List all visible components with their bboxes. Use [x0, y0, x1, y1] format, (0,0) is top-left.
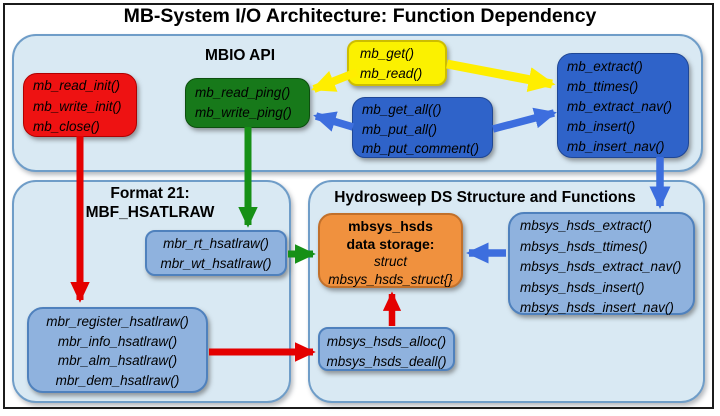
function-label: mb_insert_nav() [567, 139, 665, 154]
box-mb-extract-functions: mb_extract() mb_ttimes() mb_extract_nav(… [557, 53, 689, 158]
box-mbr-register-functions: mbr_register_hsatlraw() mbr_info_hsatlra… [27, 307, 208, 393]
box-mbsys-hsds-alloc-functions: mbsys_hsds_alloc() mbsys_hsds_deall() [318, 327, 455, 371]
storage-title: mbsys_hsds [348, 218, 433, 234]
box-mb-getall-functions: mb_get_all(() mb_put_all() mb_put_commen… [352, 97, 493, 158]
box-mbsys-hsds-functions: mbsys_hsds_extract() mbsys_hsds_ttimes()… [508, 212, 695, 315]
function-label: mbr_wt_hsatlraw() [160, 255, 272, 271]
function-label: mb_get_all(() [362, 102, 442, 117]
function-label: mb_get() [360, 46, 415, 61]
hydrosweep-label: Hydrosweep DS Structure and Functions [334, 189, 636, 206]
function-label: mbr_register_hsatlraw() [46, 314, 189, 329]
function-label: mb_insert() [567, 119, 636, 134]
box-mb-ping-functions: mb_read_ping() mb_write_ping() [185, 78, 310, 128]
function-label: mb_ttimes() [567, 79, 639, 94]
function-label: mb_write_ping() [195, 105, 292, 120]
function-label: mb_read_init() [33, 78, 121, 93]
function-label: mbsys_hsds_alloc() [326, 334, 447, 349]
struct-keyword: struct [373, 254, 407, 269]
function-label: mbr_dem_hsatlraw() [55, 372, 180, 388]
function-label: mb_write_init() [33, 98, 122, 114]
function-label: mbr_alm_hsatlraw() [57, 353, 178, 368]
function-label: mbr_rt_hsatlraw() [163, 236, 269, 251]
function-label: mb_close() [33, 119, 100, 134]
function-label: mb_read_ping() [195, 85, 291, 100]
format21-label-line2: MBF_HSATLRAW [85, 204, 215, 221]
function-label: mb_extract_nav() [567, 99, 673, 114]
mbio-api-label: MBIO API [204, 47, 276, 64]
struct-name: mbsys_hsds_struct{} [328, 272, 453, 287]
format21-label-line1: Format 21: [110, 185, 190, 202]
function-label: mb_put_all() [362, 121, 438, 137]
function-label: mbr_info_hsatlraw() [57, 333, 178, 349]
box-mbsys-hsds-storage: mbsys_hsds data storage: struct mbsys_hs… [318, 213, 463, 288]
function-label: mbsys_hsds_insert_nav() [520, 300, 674, 315]
storage-subtitle: data storage: [346, 236, 435, 252]
function-label: mbsys_hsds_ttimes() [520, 238, 648, 254]
function-label: mb_read() [360, 66, 423, 81]
function-label: mbsys_hsds_extract() [520, 218, 653, 233]
box-mb-init-functions: mb_read_init() mb_write_init() mb_close(… [23, 73, 137, 137]
box-mb-get-functions: mb_get() mb_read() [347, 40, 447, 86]
function-label: mb_put_comment() [362, 141, 480, 156]
format21-label: Format 21: MBF_HSATLRAW [50, 184, 250, 222]
function-label: mbsys_hsds_deall() [326, 353, 447, 369]
diagram-title: MB-System I/O Architecture: Function Dep… [123, 5, 597, 27]
function-label: mbsys_hsds_insert() [520, 279, 645, 295]
function-label: mbsys_hsds_extract_nav() [520, 259, 682, 274]
function-label: mb_extract() [567, 59, 643, 74]
box-mbr-rt-functions: mbr_rt_hsatlraw() mbr_wt_hsatlraw() [145, 230, 287, 276]
